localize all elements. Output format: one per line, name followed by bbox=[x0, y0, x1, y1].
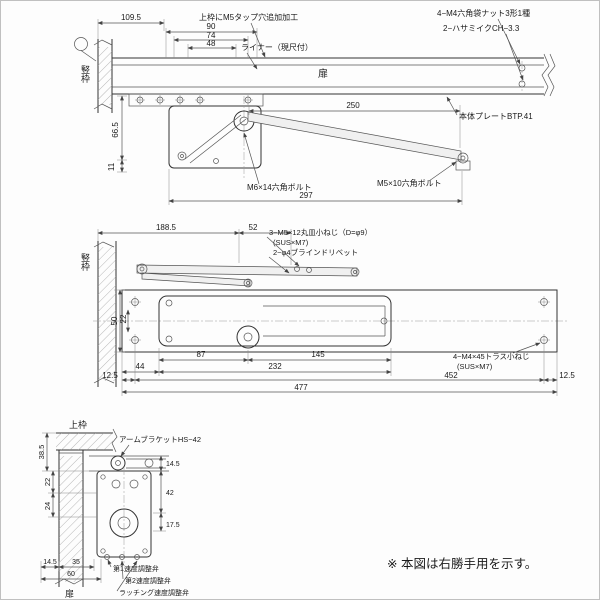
dim-87: 87 bbox=[197, 350, 206, 359]
plan-view-dimensions: 188.5 52 50 22 87 145 44 232 bbox=[97, 223, 575, 396]
dim-44: 44 bbox=[136, 362, 145, 371]
vertical-frame-plan bbox=[93, 241, 117, 387]
label-arm-bracket: アームブラケットHS−42 bbox=[119, 434, 201, 444]
section-bottom-dimensions: 14.5 35 60 bbox=[40, 559, 102, 583]
dim-232: 232 bbox=[268, 362, 282, 371]
dim-11: 11 bbox=[107, 162, 116, 171]
section-left-dimensions: 38.5 22 24 bbox=[37, 432, 97, 518]
mounting-plate bbox=[128, 93, 264, 107]
label-top-frame: 上枠 bbox=[69, 419, 87, 430]
dim-60: 60 bbox=[67, 571, 75, 578]
label-flat-screw: 3−M5×12丸皿小ねじ（D=φ9） bbox=[269, 227, 372, 237]
valve-2 bbox=[119, 554, 125, 560]
grid-bubble bbox=[74, 37, 88, 51]
label-valve-2: 第2速度調整弁 bbox=[125, 576, 171, 585]
frame-label-plan: 竪枠 bbox=[80, 253, 90, 272]
folded-arm bbox=[136, 263, 360, 288]
dim-52: 52 bbox=[249, 223, 258, 232]
door-section bbox=[54, 450, 84, 587]
top-view: 竪枠 bbox=[74, 8, 556, 205]
label-door-section: 扉 bbox=[65, 588, 74, 599]
main-arm bbox=[247, 111, 471, 171]
dim-22-section: 22 bbox=[43, 478, 52, 486]
dim-22: 22 bbox=[119, 314, 128, 323]
dim-145: 145 bbox=[311, 350, 325, 359]
dim-12-5-left: 12.5 bbox=[102, 371, 118, 380]
closer-body-front bbox=[96, 467, 152, 563]
section-right-dimensions: 14.5 42 17.5 bbox=[153, 455, 180, 532]
dim-14-5-right: 14.5 bbox=[166, 461, 180, 468]
dim-74: 74 bbox=[207, 31, 216, 40]
dim-14-5-bottom: 14.5 bbox=[43, 559, 57, 566]
valve-labels: 第1速度調整弁 第2速度調整弁 ラッチング速度調整弁 bbox=[107, 559, 189, 597]
label-truss-screw-sub: (SUS×M7) bbox=[457, 362, 493, 371]
label-flat-screw-sub: (SUS×M7) bbox=[273, 238, 309, 247]
dim-35: 35 bbox=[72, 559, 80, 566]
dim-48: 48 bbox=[207, 39, 216, 48]
section-view: 上枠 扉 アームブラケットHS−42 bbox=[37, 419, 201, 599]
label-truss-screw: 4−M4×45トラス小ねじ bbox=[453, 352, 530, 361]
dim-42: 42 bbox=[166, 490, 174, 497]
dim-12-5-right: 12.5 bbox=[559, 371, 575, 380]
dim-24: 24 bbox=[43, 502, 52, 510]
dim-477: 477 bbox=[294, 383, 308, 392]
dim-17-5: 17.5 bbox=[166, 522, 180, 529]
dim-297: 297 bbox=[299, 191, 313, 200]
label-tap-hole: 上枠にM5タップ穴追加加工 bbox=[199, 12, 298, 22]
label-cap-nut: 4−M4六角袋ナット3形1種 bbox=[437, 8, 530, 18]
body-plate bbox=[121, 289, 558, 353]
frame-label: 竪枠 bbox=[80, 65, 90, 84]
label-hasami: 2−ハサミイクCH−3.3 bbox=[443, 24, 520, 33]
plan-view-labels: 3−M5×12丸皿小ねじ（D=φ9） (SUS×M7) 2−φ4ブラインドリベッ… bbox=[266, 227, 541, 371]
label-bolt-m6: M6×14六角ボルト bbox=[247, 182, 312, 192]
arm-shoe bbox=[457, 152, 469, 164]
dim-66-5: 66.5 bbox=[111, 122, 120, 138]
label-blind-rivet: 2−φ4ブラインドリベット bbox=[273, 247, 358, 257]
label-valve-latch: ラッチング速度調整弁 bbox=[119, 588, 189, 597]
label-bolt-m5: M5×10六角ボルト bbox=[377, 178, 442, 188]
label-valve-1: 第1速度調整弁 bbox=[113, 564, 159, 573]
label-liner: ライナー（現尺付） bbox=[241, 42, 313, 52]
dim-250: 250 bbox=[346, 101, 360, 110]
top-rail bbox=[112, 53, 556, 97]
label-door: 扉 bbox=[318, 67, 328, 80]
vertical-frame bbox=[74, 37, 113, 113]
dim-188-5: 188.5 bbox=[156, 223, 177, 232]
top-frame-section bbox=[56, 428, 118, 453]
plan-view: 竪枠 bbox=[80, 223, 575, 396]
dim-50: 50 bbox=[110, 316, 119, 325]
dim-90: 90 bbox=[207, 22, 216, 31]
dim-452: 452 bbox=[444, 371, 458, 380]
closer-body bbox=[168, 96, 262, 179]
closer-body-plan bbox=[158, 295, 392, 349]
top-view-labels: 上枠にM5タップ穴追加加工 ライナー（現尺付） 4−M4六角袋ナット3形1種 2… bbox=[199, 8, 533, 192]
valve-latch bbox=[134, 554, 140, 560]
valve-1 bbox=[104, 554, 110, 560]
note-text: ※ 本図は右勝手用を示す。 bbox=[387, 556, 537, 571]
label-body-plate: 本体プレートBTP.41 bbox=[459, 111, 533, 121]
dim-109-5: 109.5 bbox=[121, 13, 142, 22]
dim-38-5: 38.5 bbox=[37, 445, 46, 460]
top-view-dimensions: 109.5 90 74 48 66.5 11 250 bbox=[97, 13, 463, 205]
arm-bracket bbox=[89, 455, 169, 472]
note: ※ 本図は右勝手用を示す。 bbox=[387, 556, 537, 571]
